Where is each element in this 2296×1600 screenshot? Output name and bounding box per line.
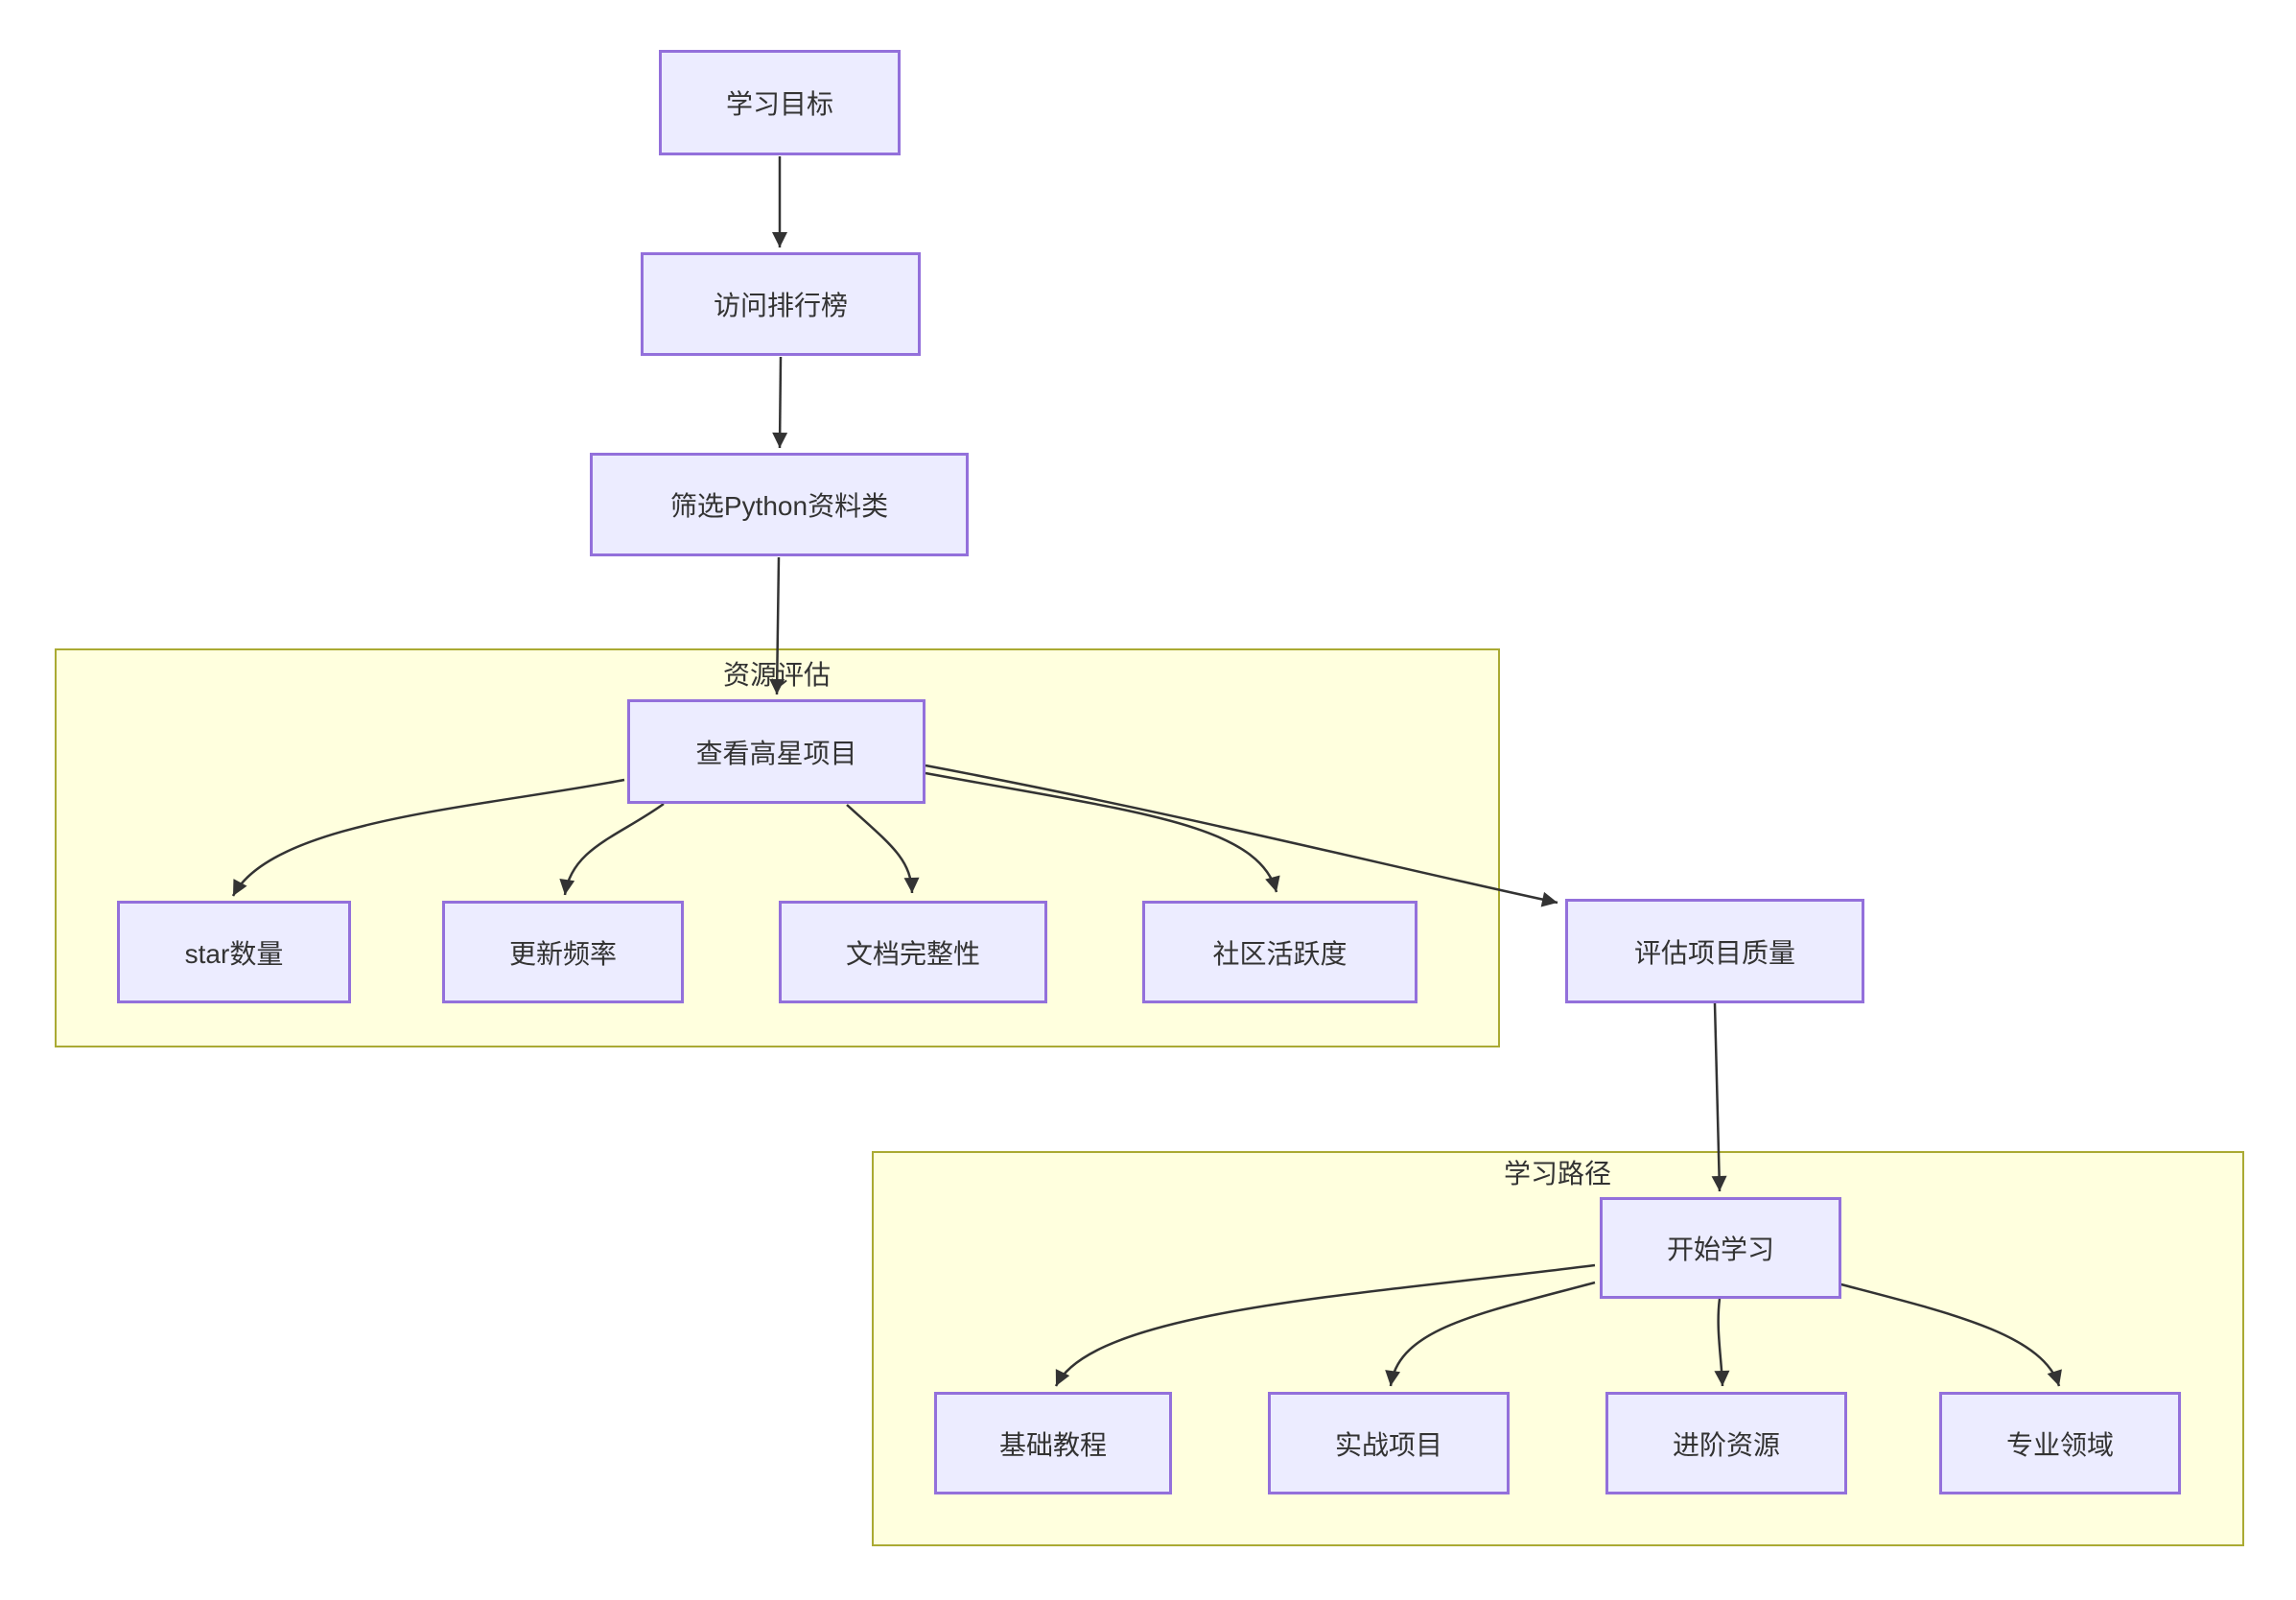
node-filter-python-resources: 筛选Python资料类: [590, 453, 969, 556]
node-view-high-star-projects: 查看高星项目: [627, 699, 925, 804]
edge-view-to-community: [925, 771, 1280, 893]
edge-start-to-practice: [1385, 1281, 1596, 1387]
node-start-learning: 开始学习: [1600, 1197, 1841, 1299]
edge-view-to-docs: [846, 804, 920, 894]
node-professional-domains: 专业领域: [1939, 1392, 2181, 1494]
edge-start-to-basic: [1054, 1263, 1596, 1387]
node-practical-projects: 实战项目: [1268, 1392, 1510, 1494]
edge-start-to-domain: [1833, 1281, 2062, 1387]
edge-view-to-evaluate: [925, 764, 1558, 907]
edge-filter-to-view: [769, 556, 785, 695]
edge-view-to-stars: [231, 778, 625, 897]
node-learning-goal: 学习目标: [659, 50, 901, 155]
node-update-frequency: 更新频率: [442, 901, 684, 1003]
node-advanced-resources: 进阶资源: [1605, 1392, 1847, 1494]
node-star-count: star数量: [117, 901, 351, 1003]
edge-view-to-update: [559, 802, 665, 896]
node-evaluate-project-quality: 评估项目质量: [1565, 899, 1864, 1003]
edge-start-to-advanced: [1714, 1298, 1730, 1387]
edge-evaluate-to-start: [1711, 1002, 1727, 1192]
node-visit-ranking: 访问排行榜: [641, 252, 921, 356]
node-basic-tutorials: 基础教程: [934, 1392, 1172, 1494]
cluster-label-resource-evaluation: 资源评估: [722, 660, 832, 690]
cluster-label-learning-path: 学习路径: [1503, 1159, 1612, 1188]
node-doc-completeness: 文档完整性: [779, 901, 1047, 1003]
node-community-activity: 社区活跃度: [1142, 901, 1417, 1003]
edge-visit-to-filter: [772, 356, 788, 449]
